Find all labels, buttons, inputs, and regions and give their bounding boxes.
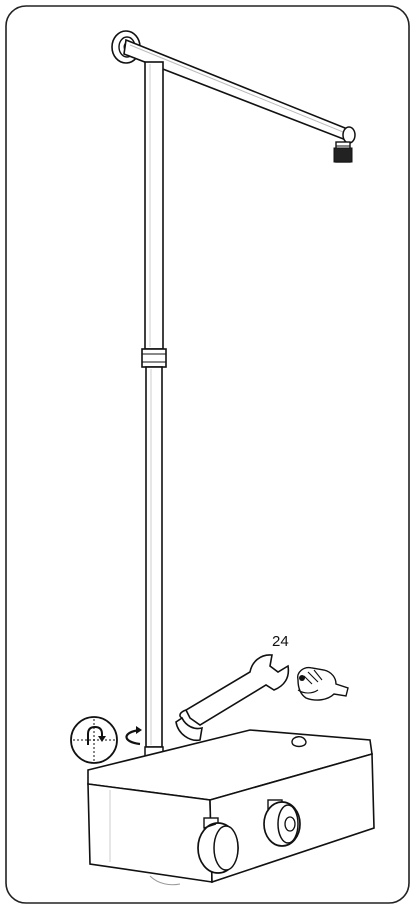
wrench-size-label: 24 [272, 633, 289, 650]
wrench-icon [175, 654, 290, 742]
shower-arm [123, 38, 356, 144]
shower-head-connector [333, 141, 353, 163]
riser-upper-pipe [144, 61, 164, 350]
page-frame [5, 5, 410, 904]
hand-tighten-icon [297, 666, 349, 701]
riser-sleeve [141, 348, 167, 368]
tighten-direction-icon [70, 716, 118, 764]
riser-lower-pipe [145, 366, 163, 748]
temperature-knob [197, 817, 239, 874]
flow-knob [263, 799, 301, 847]
rotation-arrow-icon [125, 726, 142, 746]
